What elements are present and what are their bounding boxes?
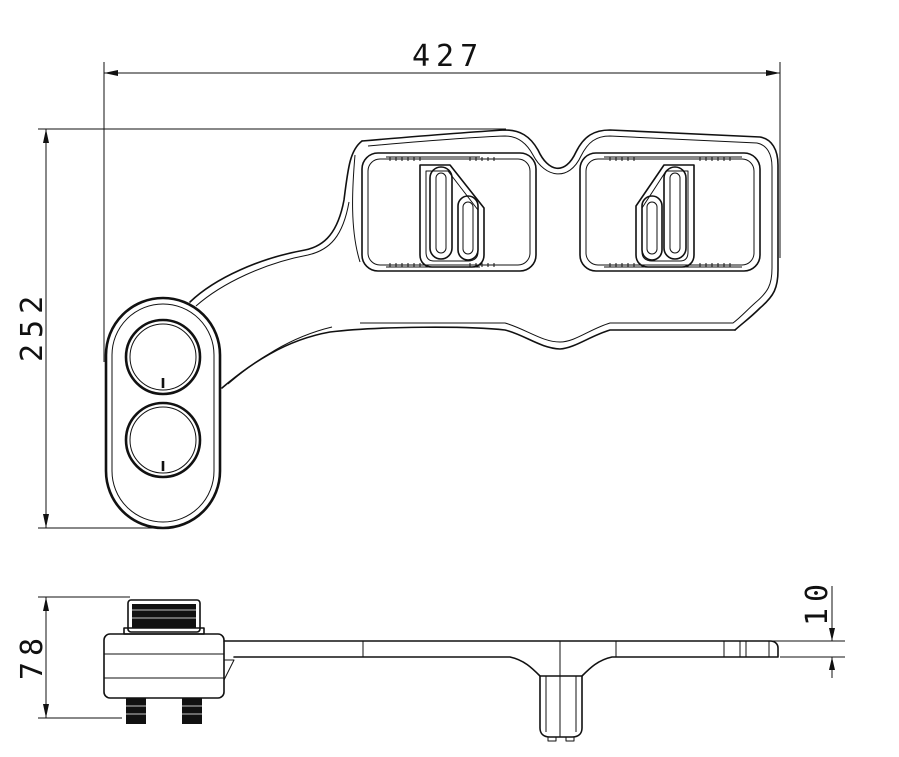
side-view: 78 10 [15,578,845,742]
hose-fitting-left [126,698,146,724]
width-dimension: 427 [103,39,781,362]
nozzle-panel-left [361,152,537,272]
width-dimension-label: 427 [412,39,484,74]
height-dimension: 252 [15,128,506,529]
connecting-arm [189,140,736,389]
pressure-knob-bottom [124,401,202,479]
nozzle-stem-side [539,675,583,742]
side-height-label: 78 [15,632,50,680]
height-dimension-label: 252 [15,290,50,362]
plate-side [223,640,779,677]
top-view: 427 252 [15,39,781,530]
nozzle-panel-right [579,152,761,272]
hose-fitting-right [182,698,202,724]
side-height-dimension: 78 [15,596,130,719]
pressure-knob-top [124,318,202,396]
control-panel [104,296,222,530]
housing-side [103,633,235,699]
knob-cap-side [123,599,205,635]
seat-plate [352,129,779,343]
thickness-label: 10 [800,578,835,626]
thickness-dimension: 10 [765,578,845,678]
